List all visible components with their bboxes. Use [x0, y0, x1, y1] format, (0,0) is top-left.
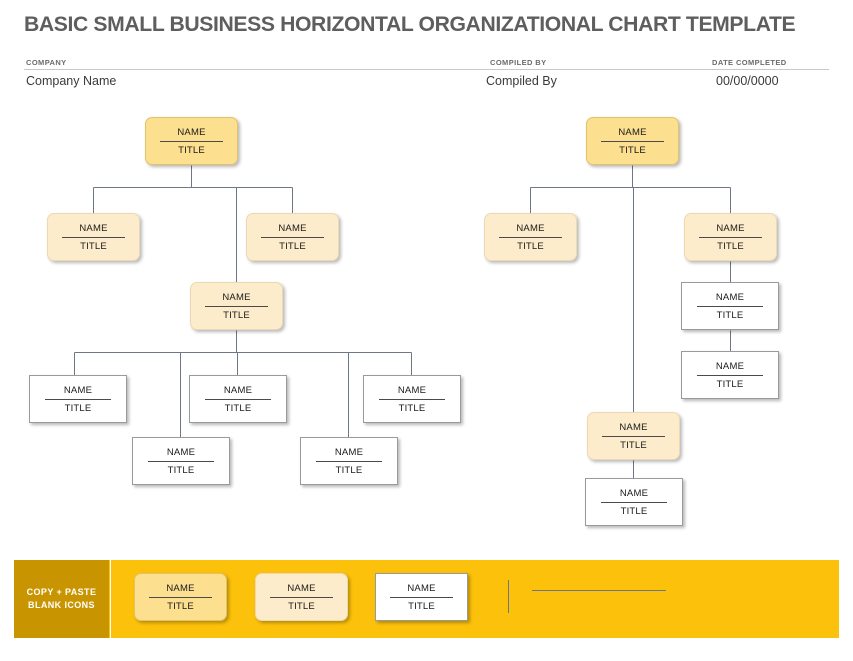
node-separator	[697, 305, 763, 307]
node-name: NAME	[715, 291, 745, 303]
node-left-l4b[interactable]: NAME TITLE	[132, 437, 230, 485]
horizontal-connector-sample[interactable]	[532, 590, 666, 591]
node-separator	[149, 596, 212, 598]
node-name: NAME	[715, 360, 745, 372]
node-name: NAME	[407, 582, 436, 594]
node-title: TITLE	[167, 600, 194, 612]
node-separator	[160, 140, 223, 142]
node-name: NAME	[716, 222, 745, 234]
node-name: NAME	[618, 126, 647, 138]
node-name: NAME	[177, 126, 206, 138]
node-title: TITLE	[716, 378, 744, 390]
node-title: TITLE	[717, 240, 744, 252]
node-name: NAME	[166, 446, 196, 458]
node-title: TITLE	[620, 439, 647, 451]
node-right-l2a[interactable]: NAME TITLE	[484, 213, 577, 261]
node-separator	[62, 236, 125, 238]
node-left-l2a[interactable]: NAME TITLE	[47, 213, 140, 261]
copy-paste-line1: COPY + PASTE	[26, 587, 97, 597]
node-separator	[601, 140, 664, 142]
node-separator	[602, 435, 665, 437]
compiled-by-label: COMPILED BY	[490, 58, 547, 67]
node-name: NAME	[287, 582, 316, 594]
node-title: TITLE	[64, 402, 92, 414]
blank-icon-gold[interactable]: NAME TITLE	[134, 573, 227, 621]
node-name: NAME	[334, 446, 364, 458]
compiled-by-value[interactable]: Compiled By	[486, 74, 557, 88]
date-completed-label: DATE COMPLETED	[712, 58, 787, 67]
node-title: TITLE	[288, 600, 315, 612]
node-right-l4[interactable]: NAME TITLE	[587, 412, 680, 460]
node-name: NAME	[516, 222, 545, 234]
node-title: TITLE	[716, 309, 744, 321]
node-separator	[45, 398, 111, 400]
vertical-connector-sample[interactable]	[508, 580, 509, 613]
node-title: TITLE	[223, 309, 250, 321]
node-separator	[699, 236, 762, 238]
node-right-l5[interactable]: NAME TITLE	[585, 478, 683, 526]
node-separator	[270, 596, 333, 598]
node-name: NAME	[79, 222, 108, 234]
node-right-l2b[interactable]: NAME TITLE	[684, 213, 777, 261]
company-label: COMPANY	[26, 58, 67, 67]
node-separator	[205, 398, 271, 400]
node-title: TITLE	[178, 144, 205, 156]
node-left-l4e[interactable]: NAME TITLE	[363, 375, 461, 423]
node-separator	[148, 460, 214, 462]
node-title: TITLE	[619, 144, 646, 156]
node-title: TITLE	[335, 464, 363, 476]
node-left-l4d[interactable]: NAME TITLE	[300, 437, 398, 485]
node-name: NAME	[223, 384, 253, 396]
node-left-l2b[interactable]: NAME TITLE	[246, 213, 339, 261]
node-name: NAME	[222, 291, 251, 303]
node-title: TITLE	[620, 505, 648, 517]
node-name: NAME	[278, 222, 307, 234]
date-completed-value[interactable]: 00/00/0000	[716, 74, 779, 88]
node-right-l3b[interactable]: NAME TITLE	[681, 351, 779, 399]
copy-paste-line2: BLANK ICONS	[28, 600, 95, 610]
blank-icon-white[interactable]: NAME TITLE	[375, 573, 468, 621]
node-name: NAME	[397, 384, 427, 396]
node-left-l3[interactable]: NAME TITLE	[190, 282, 283, 330]
node-title: TITLE	[224, 402, 252, 414]
node-right-root[interactable]: NAME TITLE	[586, 117, 679, 165]
node-separator	[390, 596, 453, 598]
node-name: NAME	[166, 582, 195, 594]
node-title: TITLE	[279, 240, 306, 252]
node-title: TITLE	[408, 600, 435, 612]
node-left-l4a[interactable]: NAME TITLE	[29, 375, 127, 423]
node-separator	[261, 236, 324, 238]
node-left-l4c[interactable]: NAME TITLE	[189, 375, 287, 423]
node-title: TITLE	[517, 240, 544, 252]
node-right-l3a[interactable]: NAME TITLE	[681, 282, 779, 330]
copy-paste-blank-icons-label: COPY + PASTE BLANK ICONS	[14, 560, 109, 638]
node-title: TITLE	[80, 240, 107, 252]
node-separator	[697, 374, 763, 376]
header-divider	[24, 69, 829, 70]
node-title: TITLE	[398, 402, 426, 414]
node-separator	[379, 398, 445, 400]
company-value[interactable]: Company Name	[26, 74, 117, 88]
node-name: NAME	[619, 487, 649, 499]
footer-divider	[110, 560, 111, 638]
node-separator	[316, 460, 382, 462]
node-name: NAME	[63, 384, 93, 396]
node-separator	[205, 305, 268, 307]
blank-icon-cream[interactable]: NAME TITLE	[255, 573, 348, 621]
node-left-root[interactable]: NAME TITLE	[145, 117, 238, 165]
node-separator	[499, 236, 562, 238]
node-name: NAME	[619, 421, 648, 433]
page-title: BASIC SMALL BUSINESS HORIZONTAL ORGANIZA…	[24, 12, 796, 36]
node-title: TITLE	[167, 464, 195, 476]
node-separator	[601, 501, 667, 503]
